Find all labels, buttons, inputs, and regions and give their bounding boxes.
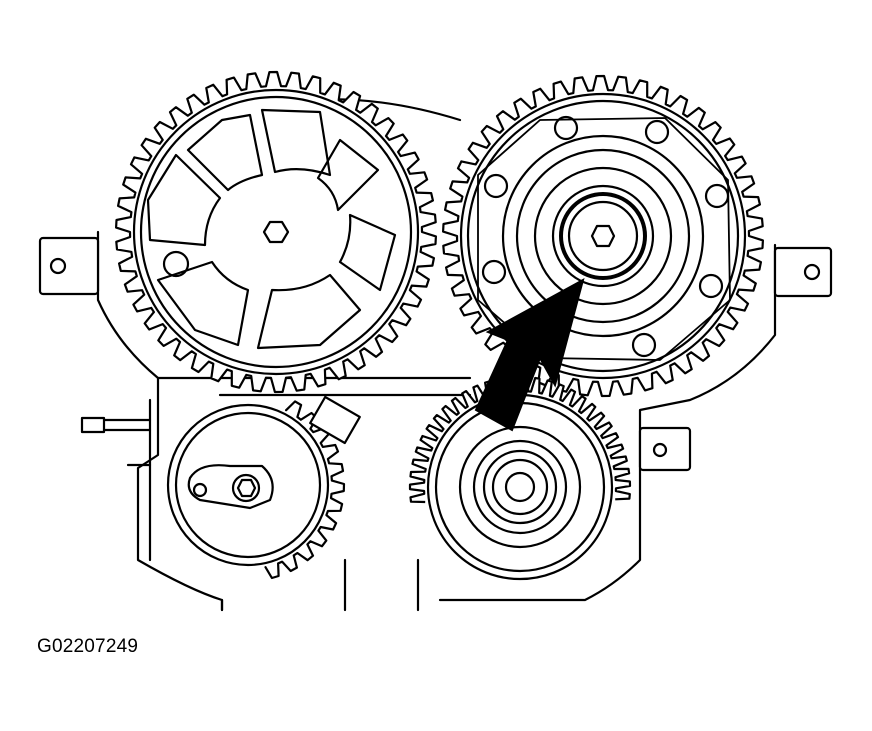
pointer-arrow-icon — [474, 278, 585, 432]
right-camshaft-sprocket — [442, 74, 764, 398]
sensor-pipe — [80, 416, 152, 467]
belt-tensioner — [166, 395, 361, 580]
crankshaft-sprocket — [408, 375, 632, 581]
left-camshaft-sprocket — [115, 70, 437, 394]
sprocket-spokes — [146, 108, 397, 350]
lower-right-bracket — [638, 426, 692, 472]
center-bolt-icon — [590, 224, 616, 248]
figure-id-label: G02207249 — [37, 636, 139, 657]
right-mount-bracket — [773, 246, 833, 298]
hex-bolt-icon — [262, 220, 290, 244]
left-mount-bracket — [38, 236, 100, 296]
phaser-bolts — [481, 115, 730, 358]
